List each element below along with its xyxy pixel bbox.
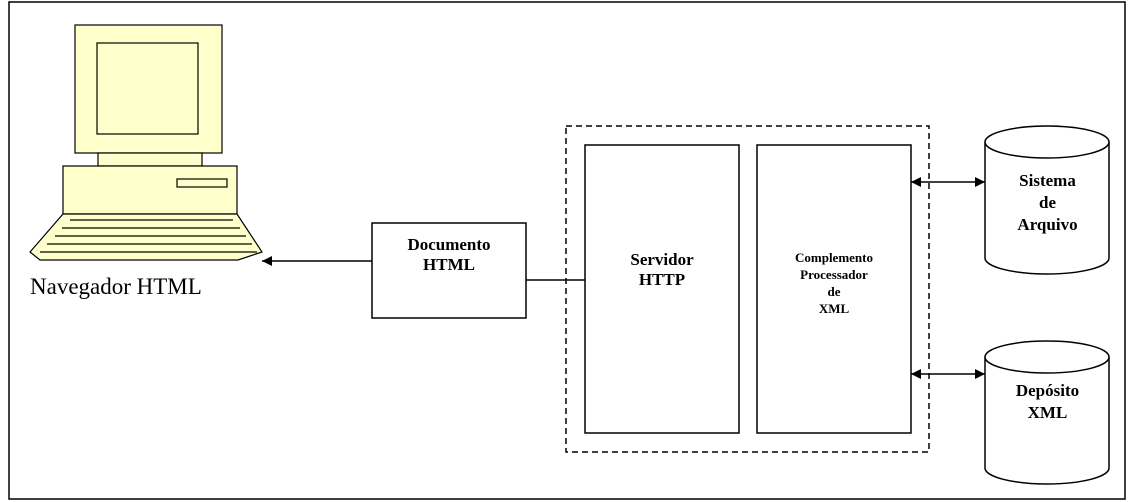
plugin-label-line: XML bbox=[818, 301, 850, 316]
filesystem-label-line: Sistema bbox=[1019, 171, 1076, 190]
filesystem-label-line: Arquivo bbox=[1017, 215, 1078, 234]
repository-label: Depósito XML bbox=[985, 380, 1110, 424]
document-html-box bbox=[371, 222, 527, 319]
filesystem-label-line: de bbox=[1039, 193, 1056, 212]
browser-label: Navegador HTML bbox=[30, 274, 202, 299]
document-label-line: HTML bbox=[423, 255, 475, 274]
xml-processor-box bbox=[756, 144, 912, 434]
http-server-label: Servidor HTTP bbox=[585, 250, 739, 290]
plugin-label-line: Processador bbox=[800, 267, 868, 282]
repository-label-line: Depósito bbox=[1015, 381, 1080, 400]
outer-border bbox=[8, 1, 1126, 500]
plugin-label-line: de bbox=[827, 284, 841, 299]
database-cylinder-icon bbox=[984, 125, 1110, 275]
server-label-line: Servidor bbox=[630, 250, 694, 269]
repository-label-line: XML bbox=[1027, 403, 1068, 422]
database-cylinder-icon bbox=[984, 340, 1110, 485]
document-label-line: Documento bbox=[407, 235, 491, 254]
computer-icon bbox=[29, 24, 263, 261]
filesystem-label: Sistema de Arquivo bbox=[985, 170, 1110, 236]
document-html-label: Documento HTML bbox=[372, 235, 526, 275]
plugin-label-line: Complemento bbox=[795, 250, 873, 265]
server-label-line: HTTP bbox=[638, 270, 686, 289]
server-container-dashed bbox=[565, 125, 930, 453]
xml-processor-label: Complemento Processador de XML bbox=[757, 249, 911, 317]
http-server-box bbox=[584, 144, 740, 434]
